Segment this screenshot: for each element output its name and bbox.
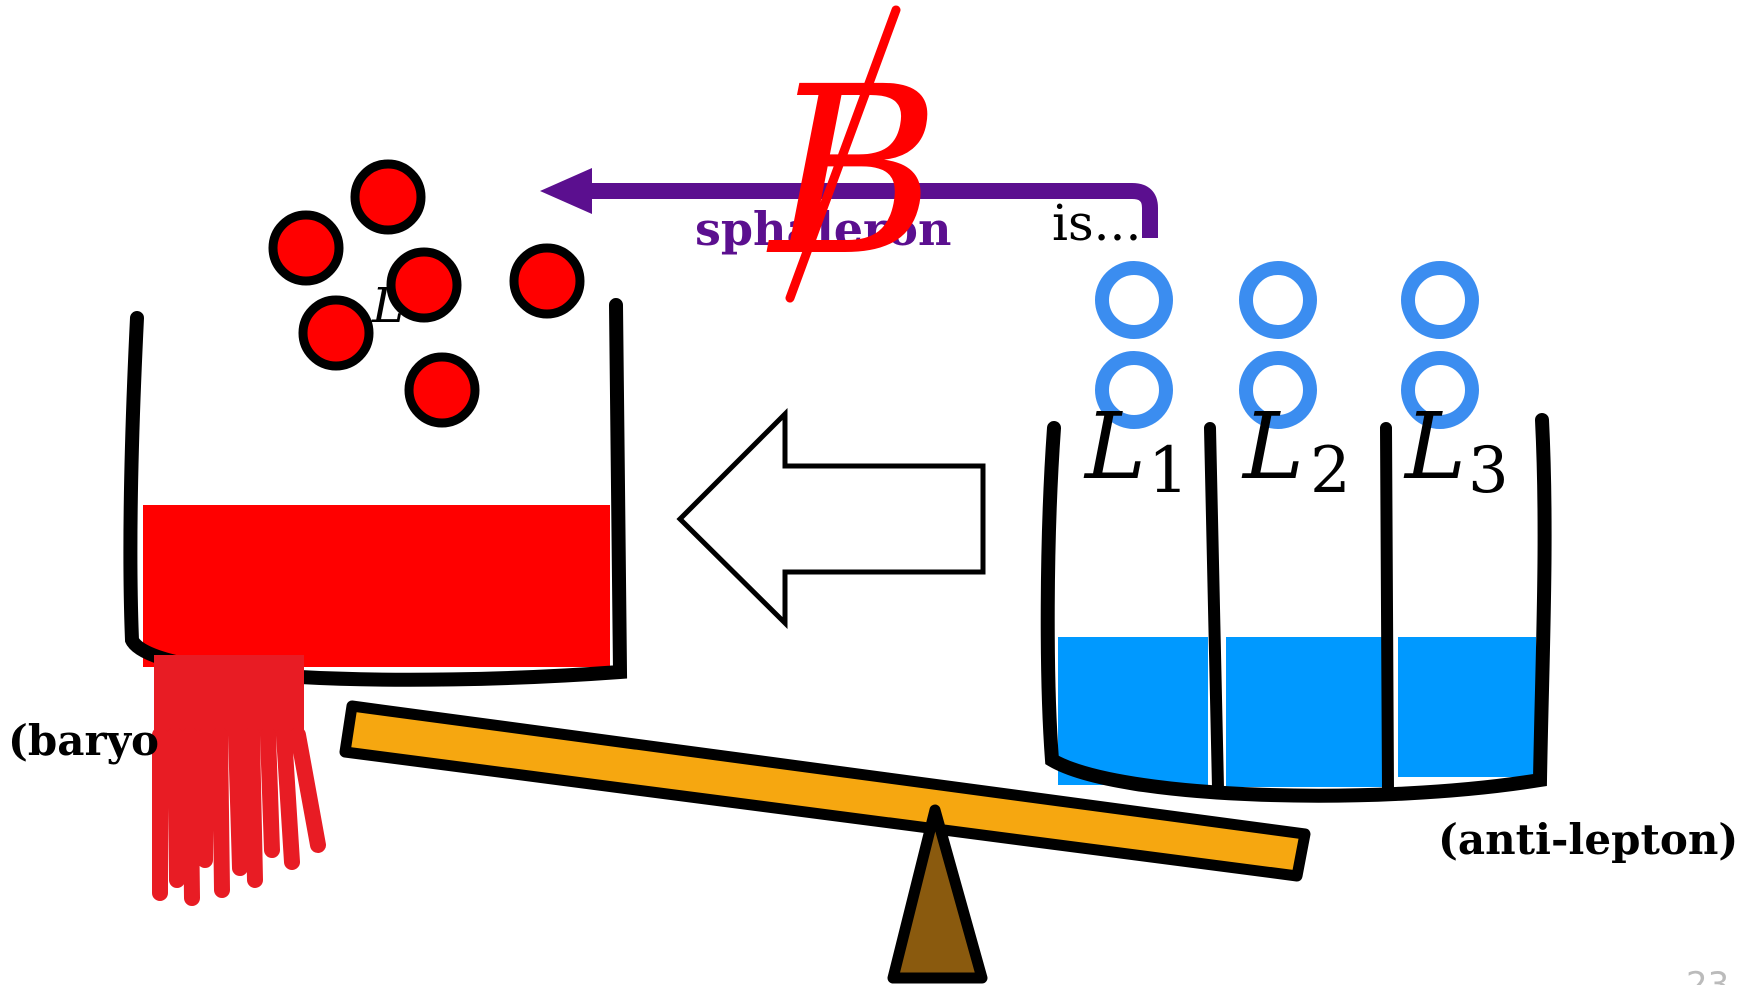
l1-subscript: 1 [1148, 434, 1189, 508]
lepton-divider-1 [1204, 422, 1224, 794]
sphaleron-arrow-line [580, 183, 1158, 238]
baryon-liquid [143, 505, 610, 667]
fulcrum-icon [887, 804, 988, 984]
page-number: 23 [1686, 965, 1729, 985]
red-ball-icon [268, 210, 344, 286]
blue-ring-icon [1095, 351, 1173, 429]
baryon-label-fragment: (baryo [8, 716, 159, 765]
lepton-labels: L 1 L 2 L 3 [1083, 393, 1509, 508]
lepton-container [1040, 413, 1552, 803]
l2-subscript: 2 [1310, 434, 1351, 508]
blue-ring-icon [1239, 351, 1317, 429]
l1-label: L [1083, 393, 1146, 500]
b-symbol: B [766, 37, 941, 307]
seesaw [339, 700, 1311, 984]
red-ball-icon [509, 243, 585, 319]
blue-ring-icon [1239, 261, 1317, 339]
red-ball-icon [298, 295, 374, 371]
lepton-bucket-outline [1040, 413, 1552, 803]
sphaleron-arrow [540, 168, 1158, 238]
baryon-bucket-outline [123, 298, 628, 687]
lepton-liquid-1 [1058, 637, 1208, 785]
baryon-leak [152, 655, 326, 906]
lepton-divider-2 [1380, 422, 1394, 796]
b-violation-symbol: B [766, 5, 941, 307]
lepton-liquid-3 [1398, 637, 1536, 777]
anti-lepton-label: (anti-lepton) [1438, 815, 1738, 864]
l3-label: L [1403, 393, 1466, 500]
baryon-container [123, 298, 628, 906]
is-text: is... [1052, 194, 1141, 252]
blue-ring-icon [1095, 261, 1173, 339]
seesaw-plank [339, 700, 1311, 882]
red-ball-icon [350, 159, 426, 235]
baryon-particles [268, 159, 585, 428]
blue-ring-icon [1401, 351, 1479, 429]
red-ball-icon [386, 247, 462, 323]
blue-ring-icon [1401, 261, 1479, 339]
left-arrow-icon [540, 168, 592, 214]
partial-glyph: L [371, 278, 404, 334]
b-strike [785, 5, 901, 303]
red-ball-icon [404, 352, 480, 428]
lepton-particles [1095, 261, 1479, 429]
hollow-left-arrow-icon [676, 407, 986, 629]
lepton-liquid-2 [1226, 637, 1384, 787]
l2-label: L [1241, 393, 1304, 500]
l3-subscript: 3 [1468, 434, 1509, 508]
